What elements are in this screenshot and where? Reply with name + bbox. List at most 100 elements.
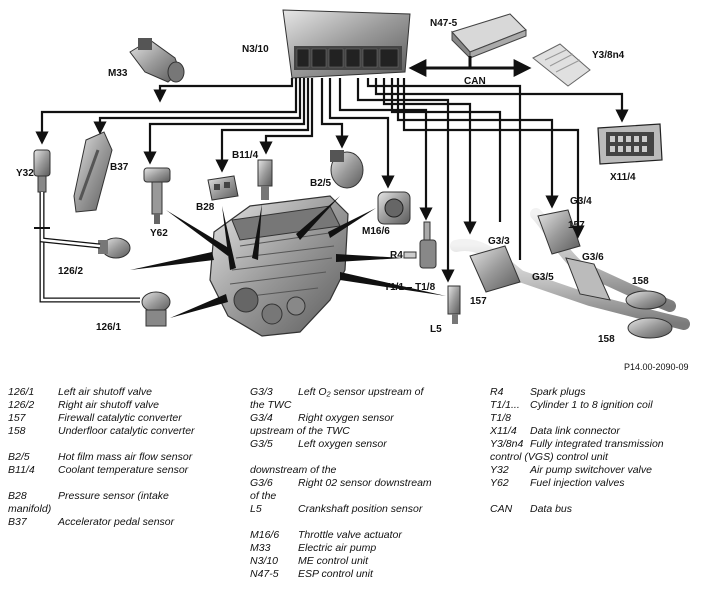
legend-code: 126/1: [8, 386, 35, 398]
legend-item: upstream of the TWC: [250, 425, 482, 438]
legend-item: downstream of the: [250, 464, 482, 477]
legend-code: CAN: [490, 503, 513, 515]
legend-item: M33 Electric air pump: [250, 542, 482, 555]
wiring-harness: [34, 78, 629, 318]
legend-item: manifold): [8, 503, 243, 516]
legend-item: G3/4 Right oxygen sensor: [250, 412, 482, 425]
legend-description: Cylinder 1 to 8 ignition coil: [530, 399, 653, 411]
label-157-top: 157: [568, 220, 585, 231]
legend-item: 126/1 Left air shutoff valve: [8, 386, 243, 399]
label-b11-4: B11/4: [232, 150, 259, 161]
label-g3-5: G3/5: [532, 272, 554, 283]
legend-description: Pressure sensor (intake: [58, 490, 169, 502]
me-control-unit: [282, 9, 411, 79]
legend-description: Hot film mass air flow sensor: [58, 451, 193, 463]
label-x11-4: X11/4: [610, 172, 636, 183]
legend-description: Accelerator pedal sensor: [58, 516, 175, 528]
legend-description: Data link connector: [530, 425, 620, 437]
legend-item: B37 Accelerator pedal sensor: [8, 516, 243, 529]
legend-description: Right 02 sensor downstream: [298, 477, 432, 489]
legend-code: M16/6: [250, 529, 280, 541]
label-y32: Y32: [16, 168, 34, 179]
label-b28: B28: [196, 202, 215, 213]
legend-description: Fuel injection valves: [530, 477, 625, 489]
legend-description: Electric air pump: [298, 542, 377, 554]
label-g3-6: G3/6: [582, 252, 604, 263]
legend-item: [8, 438, 243, 451]
legend-code: T1/1...: [490, 399, 520, 411]
legend-code: R4: [490, 386, 504, 398]
legend-code: Y3/8n4: [490, 438, 524, 450]
legend-description: Right oxygen sensor: [298, 412, 394, 424]
right-air-shutoff-valve: [98, 237, 131, 259]
legend-code: Y62: [490, 477, 509, 489]
legend-item: T1/8: [490, 412, 700, 425]
legend-code: manifold): [8, 503, 52, 515]
legend-code: control (VGS) control unit: [490, 451, 608, 463]
label-m16-6: M16/6: [362, 226, 390, 237]
legend-code: G3/3: [250, 386, 273, 398]
legend-item: N3/10 ME control unit: [250, 555, 482, 568]
legend-code: L5: [250, 503, 262, 515]
legend-code: upstream of the TWC: [250, 425, 350, 437]
label-n47-5: N47-5: [430, 18, 458, 29]
label-b2-5: B2/5: [310, 178, 332, 189]
label-r4: R4: [390, 250, 403, 261]
engine-block: [209, 195, 349, 337]
mass-air-flow-sensor: [330, 150, 364, 189]
label-157-bottom: 157: [470, 296, 487, 307]
legend-description: Firewall catalytic converter: [58, 412, 182, 424]
esp-control-unit: [451, 13, 527, 60]
legend-item: control (VGS) control unit: [490, 451, 700, 464]
legend-code: B2/5: [8, 451, 30, 463]
label-b37: B37: [110, 162, 129, 173]
label-t1: T1/1 – T1/8: [384, 282, 436, 293]
legend-code: 158: [8, 425, 26, 437]
legend-code: B11/4: [8, 464, 35, 476]
legend-code: M33: [250, 542, 271, 554]
legend-code: G3/4: [250, 412, 273, 424]
legend-item: the TWC: [250, 399, 482, 412]
legend-code: the TWC: [250, 399, 292, 411]
legend-item: B2/5 Hot film mass air flow sensor: [8, 451, 243, 464]
wiring-diagram: N3/10 N47-5 Y3/8n4 CAN M33 X11/4 Y32 B37…: [16, 9, 690, 370]
legend-description: Crankshaft position sensor: [298, 503, 423, 515]
legend-description: Data bus: [530, 503, 573, 515]
transmission-control-unit: [532, 43, 591, 87]
crankshaft-position-sensor: [447, 285, 461, 324]
legend-code: B37: [8, 516, 27, 528]
legend-description: Left air shutoff valve: [58, 386, 152, 398]
legend-item: Y62 Fuel injection valves: [490, 477, 700, 490]
legend-description: Left O₂ sensor upstream of: [298, 386, 424, 398]
accelerator-pedal-sensor: [73, 131, 113, 213]
legend-description: Spark plugs: [530, 386, 586, 398]
label-126-2: 126/2: [58, 266, 83, 277]
air-pump-switchover-valve: [33, 149, 51, 193]
legend-description: ESP control unit: [298, 568, 373, 580]
legend-item: of the: [250, 490, 482, 503]
legend-description: Coolant temperature sensor: [58, 464, 189, 476]
fuel-injection-valve: [143, 167, 171, 224]
legend-code: N3/10: [250, 555, 279, 567]
legend-description: ME control unit: [298, 555, 369, 567]
legend-description: Throttle valve actuator: [298, 529, 402, 541]
legend-description: Right air shutoff valve: [58, 399, 159, 411]
can-bus: [408, 56, 532, 77]
label-158-top: 158: [632, 276, 649, 287]
legend-code: N47-5: [250, 568, 279, 580]
label-n3-10: N3/10: [242, 44, 269, 55]
legend-code: of the: [250, 490, 277, 502]
legend-description: Air pump switchover valve: [530, 464, 652, 476]
ignition-coil: [403, 221, 437, 269]
legend-item: B11/4 Coolant temperature sensor: [8, 464, 243, 477]
legend-code: downstream of the: [250, 464, 337, 476]
label-g3-4: G3/4: [570, 196, 592, 207]
label-158-bottom: 158: [598, 334, 615, 345]
legend-item: T1/1... Cylinder 1 to 8 ignition coil: [490, 399, 700, 412]
